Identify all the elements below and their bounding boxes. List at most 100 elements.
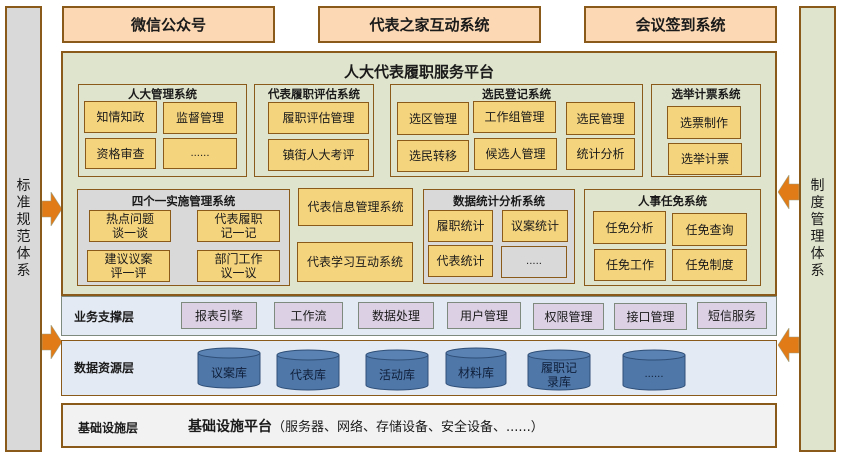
module-label: 选票制作 — [679, 115, 728, 130]
database-label: 代表库 — [289, 368, 326, 382]
service-label: 工作流 — [290, 309, 327, 323]
system-title: 四个一实施管理系统 — [131, 194, 236, 208]
system-title: 人事任免系统 — [638, 194, 707, 208]
system-rep-learning: 代表学习互动系统 — [297, 242, 413, 282]
module-item: 选民管理 — [566, 102, 635, 135]
module-label: 统计分析 — [576, 147, 625, 161]
module-item: 任免查询 — [672, 213, 747, 246]
module-label: 任免分析 — [605, 220, 654, 235]
module-label: 任免制度 — [685, 258, 734, 272]
module-item: 工作组管理 — [473, 101, 556, 133]
channel-label: 会议签到系统 — [635, 16, 726, 34]
database-icon — [276, 349, 340, 391]
service-label: 数据处理 — [371, 309, 420, 323]
module-label: 部门工作 议一议 — [214, 252, 263, 280]
module-label: 选民转移 — [408, 149, 457, 163]
database-label: ...... — [644, 369, 664, 380]
database-label: 议案库 — [210, 366, 247, 380]
infrastructure-platform-detail: （服务器、网络、存储设备、安全设备、......） — [272, 420, 544, 435]
service-item: 报表引擎 — [181, 302, 257, 329]
module-item: 候选人管理 — [474, 138, 557, 170]
module-label: 任免查询 — [685, 222, 734, 237]
system-rep-info: 代表信息管理系统 — [298, 188, 413, 226]
module-item: 建议议案 评一评 — [87, 250, 170, 282]
module-item: 镇街人大考评 — [268, 139, 369, 171]
layer-label: 数据资源层 — [74, 361, 135, 375]
module-label: ..... — [526, 256, 542, 267]
module-item: 代表履职 记一记 — [197, 210, 280, 242]
database-icon — [445, 347, 507, 389]
service-label: 权限管理 — [544, 310, 593, 324]
module-item: 履职统计 — [428, 210, 493, 242]
module-item: 选票制作 — [667, 106, 741, 139]
system-label: 代表信息管理系统 — [307, 200, 404, 214]
management-system-panel: 制度管理体系 — [799, 6, 836, 452]
system-title: 数据统计分析系统 — [453, 194, 545, 208]
service-item: 工作流 — [274, 302, 343, 329]
module-label: 监督管理 — [175, 111, 224, 125]
database-icon — [197, 347, 261, 389]
module-item: 统计分析 — [566, 138, 635, 170]
module-label: 任免工作 — [605, 258, 654, 272]
module-label: 镇街人大考评 — [282, 148, 355, 162]
database-cylinder: 材料库 — [445, 347, 507, 389]
system-title: 选举计票系统 — [671, 87, 741, 101]
channel-label: 微信公众号 — [130, 16, 206, 34]
module-item: 代表统计 — [428, 245, 493, 277]
database-label: 履职记 录库 — [540, 361, 577, 389]
service-label: 接口管理 — [626, 310, 675, 324]
infrastructure-platform-title: 基础设施平台 — [188, 419, 272, 435]
module-item: ..... — [501, 246, 567, 278]
system-label: 代表学习互动系统 — [306, 255, 403, 269]
standards-system-label: 标准规范体系 — [16, 178, 31, 279]
database-cylinder: 活动库 — [365, 349, 429, 391]
service-item: 权限管理 — [533, 303, 604, 330]
arrow-right-icon — [42, 192, 62, 226]
module-item: 任免分析 — [593, 211, 666, 244]
arrow-left-icon — [778, 328, 799, 362]
infrastructure-layer: 基础设施层 基础设施平台（服务器、网络、存储设备、安全设备、......） — [61, 403, 777, 448]
module-item: 任免工作 — [594, 249, 666, 281]
layer-label: 基础设施层 — [78, 421, 139, 435]
system-title: 代表履职评估系统 — [268, 87, 360, 101]
database-label: 活动库 — [378, 368, 415, 382]
module-label: 选民管理 — [576, 111, 625, 126]
module-item: 热点问题 谈一谈 — [89, 210, 171, 242]
infrastructure-platform: 基础设施平台（服务器、网络、存储设备、安全设备、......） — [188, 416, 544, 436]
module-label: 热点问题 谈一谈 — [105, 212, 154, 240]
database-icon — [365, 349, 429, 391]
service-label: 用户管理 — [459, 309, 508, 323]
layer-label: 业务支撑层 — [74, 310, 135, 324]
module-label: 知情知政 — [96, 110, 145, 124]
module-label: 履职统计 — [436, 219, 485, 233]
channel-wechat: 微信公众号 — [62, 6, 275, 43]
module-item: 资格审查 — [85, 138, 156, 169]
module-label: 履职评估管理 — [282, 111, 355, 125]
module-item: 议案统计 — [502, 210, 568, 242]
module-item: 知情知政 — [84, 101, 157, 133]
service-item: 接口管理 — [614, 303, 687, 330]
module-item: 履职评估管理 — [268, 102, 369, 134]
module-label: 代表履职 记一记 — [214, 212, 263, 240]
module-label: 选举计票 — [680, 152, 729, 166]
service-item: 用户管理 — [447, 302, 521, 329]
module-item: 选民转移 — [397, 140, 469, 172]
arrow-right-icon — [42, 325, 62, 359]
database-icon — [527, 349, 591, 391]
channel-rep-home: 代表之家互动系统 — [318, 6, 541, 43]
system-title: 人大管理系统 — [128, 87, 197, 101]
module-label: 资格审查 — [96, 146, 145, 161]
module-label: 议案统计 — [510, 219, 559, 233]
module-label: ...... — [190, 147, 210, 159]
database-cylinder: 履职记 录库 — [527, 349, 591, 391]
module-item: 任免制度 — [672, 249, 747, 281]
standards-system-panel: 标准规范体系 — [5, 6, 42, 452]
service-label: 报表引擎 — [194, 309, 243, 323]
service-item: 数据处理 — [358, 302, 434, 329]
module-label: 工作组管理 — [484, 110, 545, 124]
database-icon — [622, 349, 686, 391]
module-item: 选区管理 — [397, 102, 469, 135]
arrow-left-icon — [778, 175, 799, 209]
module-label: 建议议案 评一评 — [104, 252, 153, 280]
database-label: 材料库 — [457, 366, 494, 380]
